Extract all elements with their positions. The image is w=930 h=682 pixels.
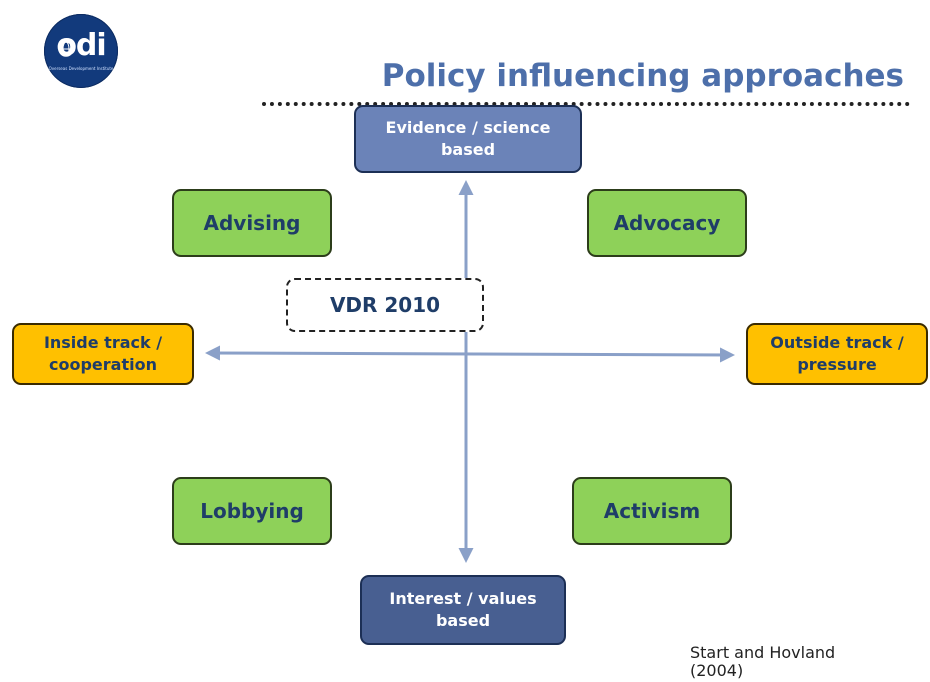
axis-bottom-box: Interest / values based (360, 575, 566, 645)
quadrant-lobbying-box: Lobbying (172, 477, 332, 545)
title-divider (262, 102, 910, 106)
globe-icon (58, 41, 74, 57)
horizontal-axis (205, 345, 735, 363)
vdr-marker-box: VDR 2010 (286, 278, 484, 332)
axis-top-box: Evidence / science based (354, 105, 582, 173)
citation-text: Start and Hovland (2004) (690, 643, 836, 680)
quadrant-advocacy-box: Advocacy (587, 189, 747, 257)
axis-left-box: Inside track / cooperation (12, 323, 194, 385)
logo-wordmark: odi (56, 28, 106, 63)
page-title: Policy influencing approaches (381, 58, 904, 94)
quadrant-advising-box: Advising (172, 189, 332, 257)
axis-right-box: Outside track / pressure (746, 323, 928, 385)
odi-logo: odi Overseas Development Institute (44, 14, 118, 88)
logo-subtitle: Overseas Development Institute (48, 66, 114, 71)
quadrant-activism-box: Activism (572, 477, 732, 545)
